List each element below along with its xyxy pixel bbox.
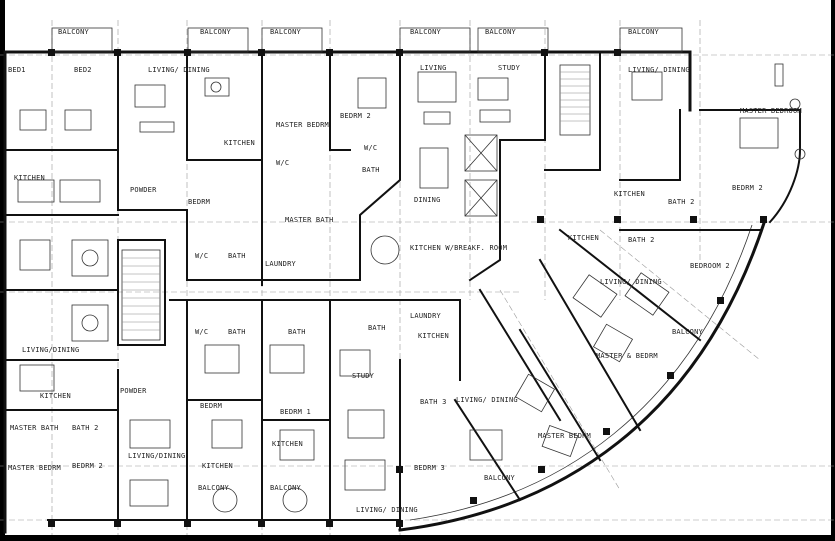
label-laundry-1: LAUNDRY <box>265 260 296 268</box>
label-kitchen-2: KITCHEN <box>224 139 255 147</box>
label-bath-9: BATH 2 <box>72 424 99 432</box>
label-kitchen-1: KITCHEN <box>14 174 45 182</box>
label-wic-1: W/C <box>276 159 289 167</box>
label-balcony-s3: BALCONY <box>484 474 515 482</box>
label-bedrm-2: BEDRM 2 <box>340 112 371 120</box>
label-bath-2: BATH 2 <box>668 198 695 206</box>
label-bedrm3: BEDRM 3 <box>414 464 445 472</box>
label-powder: POWDER <box>130 186 157 194</box>
bottom-frame-edge <box>0 535 835 541</box>
label-living: LIVING <box>420 64 447 72</box>
label-study-2: STUDY <box>352 372 375 380</box>
label-living-dining-1: LIVING/ DINING <box>148 66 210 74</box>
label-kitchen-8: KITCHEN <box>202 462 233 470</box>
label-bed2: BED2 <box>74 66 92 74</box>
label-kitchen-7: KITCHEN <box>272 440 303 448</box>
label-wic-2: W/C <box>364 144 377 152</box>
label-bed2-e: BEDRM 2 <box>732 184 763 192</box>
label-balcony-2: BALCONY <box>200 28 231 36</box>
label-bath-8: BATH 3 <box>420 398 447 406</box>
label-kitchen-6: KITCHEN <box>40 392 71 400</box>
label-bath-1: BATH <box>362 166 380 174</box>
label-bed1: BED1 <box>8 66 26 74</box>
label-bath-7: BATH <box>368 324 386 332</box>
label-kitchen-3: KITCHEN <box>614 190 645 198</box>
label-master-bath: MASTER BATH <box>285 216 334 224</box>
label-bedroom-2: BEDROOM 2 <box>690 262 730 270</box>
label-master-bedrm: MASTER BEDRM <box>276 121 329 129</box>
label-balcony-6: BALCONY <box>628 28 659 36</box>
label-bedrm-s: BEDRM <box>200 402 222 410</box>
label-bedrm: BEDRM <box>188 198 210 206</box>
label-living-dining-2: LIVING/ DINING <box>628 66 690 74</box>
label-bedrm-2-s: BEDRM 2 <box>72 462 103 470</box>
label-balcony-5: BALCONY <box>485 28 516 36</box>
label-living-dining-s2: LIVING/ DINING <box>356 506 418 514</box>
label-balcony-4: BALCONY <box>410 28 441 36</box>
label-living-dining-s: LIVING/ DINING <box>456 396 518 404</box>
label-balcony-1: BALCONY <box>58 28 89 36</box>
label-powder-2: POWDER <box>120 387 147 395</box>
right-frame-edge <box>831 0 835 541</box>
label-kitchen-4: KITCHEN <box>568 234 599 242</box>
label-master-bath-w: MASTER BATH <box>10 424 59 432</box>
label-living-dining-w: LIVING/DINING <box>22 346 79 354</box>
interior-walls <box>4 51 761 521</box>
room-labels: BALCONY BALCONY BALCONY BALCONY BALCONY … <box>8 28 802 514</box>
label-bath-6: BATH <box>288 328 306 336</box>
label-balcony-3: BALCONY <box>270 28 301 36</box>
stair-treads <box>122 71 590 331</box>
label-balcony-s2: BALCONY <box>270 484 301 492</box>
column-markers <box>48 49 806 527</box>
label-kitchen-5: KITCHEN <box>418 332 449 340</box>
structural-grid <box>0 20 835 535</box>
label-living-dining-e: LIVING/ DINING <box>600 278 662 286</box>
label-bath-5: BATH <box>228 328 246 336</box>
label-balcony-e: BALCONY <box>672 328 703 336</box>
label-living-dining-sw: LIVING/DINING <box>128 452 185 460</box>
label-kitchen-breakfast: KITCHEN W/BREAKF. ROOM <box>410 244 507 252</box>
label-master-bedrm-sw: MASTER BEDRM <box>8 464 61 472</box>
left-frame-edge <box>0 0 5 541</box>
label-wic-4: W/C <box>195 328 208 336</box>
label-master-bedrm-se: MASTER BEDRM <box>538 432 591 440</box>
label-balcony-s1: BALCONY <box>198 484 229 492</box>
label-wic-3: W/C <box>195 252 208 260</box>
top-balconies <box>51 27 784 87</box>
label-laundry-2: LAUNDRY <box>410 312 441 320</box>
furniture <box>17 71 779 513</box>
label-study: STUDY <box>498 64 521 72</box>
label-master-bedroom: MASTER BEDROOM <box>740 107 802 115</box>
label-bath-3: BATH 2 <box>628 236 655 244</box>
label-master-bedrm-e: MASTER & BEDRM <box>596 352 658 360</box>
label-dining: DINING <box>414 196 441 204</box>
label-bath-4: BATH <box>228 252 246 260</box>
label-bedrm1: BEDRM 1 <box>280 408 311 416</box>
